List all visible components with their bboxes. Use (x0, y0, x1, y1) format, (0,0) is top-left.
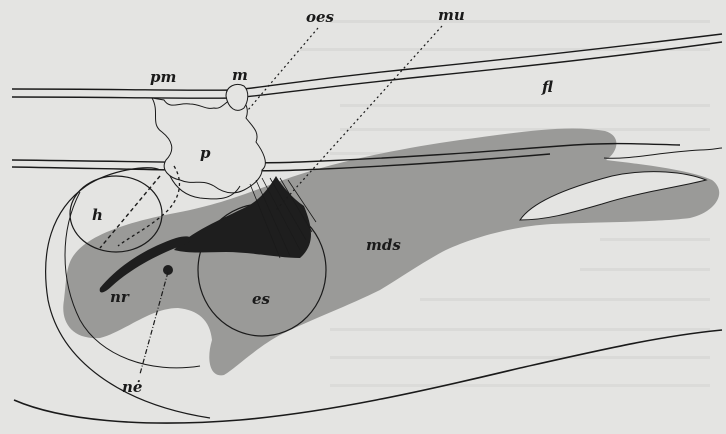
label-ne: nė (122, 378, 142, 396)
membrane-fl-outer (12, 34, 722, 90)
body-outline-outer (14, 330, 722, 423)
leader-oes (248, 28, 318, 110)
label-nr: nr (110, 288, 130, 306)
label-m: m (232, 66, 248, 84)
label-pm: pm (150, 68, 176, 86)
label-p: p (200, 144, 211, 162)
label-oes: oes (306, 8, 335, 26)
membrane-middle-tail (604, 148, 722, 158)
label-mds: mds (366, 236, 401, 254)
label-h: h (92, 206, 103, 224)
label-es: es (252, 290, 271, 308)
label-mu: mu (438, 6, 465, 24)
label-fl: fl (541, 78, 553, 96)
